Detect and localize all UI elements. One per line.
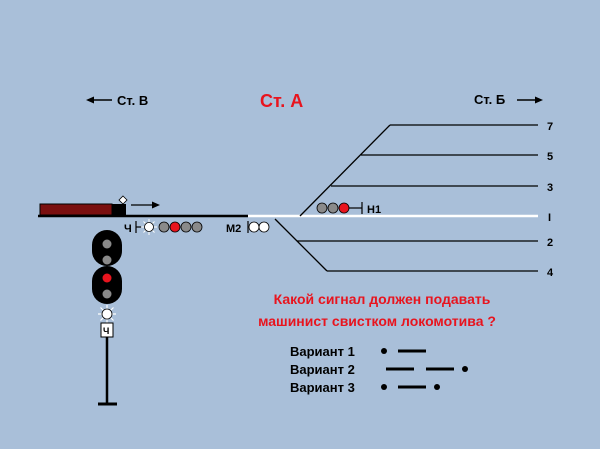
- option-2-label: Вариант 2: [290, 362, 355, 377]
- signal-lamp-gray: [102, 255, 112, 265]
- arrow-right-head-icon: [535, 96, 543, 104]
- signal-lamp-gray: [102, 289, 112, 299]
- track-label-I: I: [548, 212, 551, 224]
- short-signal-icon: [462, 366, 468, 372]
- station-right-group: Ст. Б: [474, 92, 543, 107]
- train: [39, 195, 160, 216]
- signal-lamp-gray: [327, 202, 339, 214]
- signal-lamp-gray: [102, 239, 112, 249]
- headlight-icon: [118, 195, 128, 205]
- upper-ladder-diagonal: [299, 124, 391, 217]
- dwarf-signal-ch: Ч: [124, 219, 203, 235]
- track-label-4: 4: [547, 267, 554, 279]
- signal-ch-mast-label: Ч: [103, 326, 109, 336]
- signal-lamp-white: [258, 221, 270, 233]
- signal-lamp-gray: [180, 221, 192, 233]
- station-right-label: Ст. Б: [474, 92, 505, 107]
- arrow-left-head-icon: [86, 96, 94, 104]
- option-1-label: Вариант 1: [290, 344, 355, 359]
- track-label-2: 2: [547, 237, 553, 249]
- direction-arrow-head-icon: [152, 201, 160, 209]
- option-3-label: Вариант 3: [290, 380, 355, 395]
- signal-head-bottom: [92, 266, 122, 304]
- signal-ch-small-label: Ч: [124, 223, 132, 235]
- question-line-2: машинист свистком локомотива ?: [258, 313, 496, 329]
- track-label-7: 7: [547, 121, 553, 133]
- station-center-label: Ст. А: [260, 91, 303, 111]
- station-left-group: Ст. В: [86, 93, 148, 108]
- lower-ladder-diagonal: [274, 218, 328, 272]
- signal-lamp-gray: [191, 221, 203, 233]
- track-label-5: 5: [547, 151, 553, 163]
- short-signal-icon: [381, 384, 387, 390]
- option-2[interactable]: Вариант 2: [290, 362, 468, 377]
- signal-lamp-white: [248, 221, 260, 233]
- signal-lamp-gray: [158, 221, 170, 233]
- train-car: [39, 203, 113, 216]
- signal-lamp-gray: [316, 202, 328, 214]
- signal-h1-label: Н1: [367, 204, 381, 216]
- signal-lamp-white: [144, 222, 154, 232]
- shunting-signal-m2: М2: [226, 221, 270, 235]
- station-left-label: Ст. В: [117, 93, 148, 108]
- signal-m2-label: М2: [226, 223, 241, 235]
- locomotive: [112, 204, 126, 215]
- signal-lamp-white: [101, 308, 113, 320]
- short-signal-icon: [381, 348, 387, 354]
- option-3[interactable]: Вариант 3: [290, 380, 440, 395]
- signal-lamp-red: [338, 202, 350, 214]
- option-1[interactable]: Вариант 1: [290, 344, 426, 359]
- mast-signal: Ч: [92, 230, 122, 406]
- signal-lamp-red: [102, 273, 112, 283]
- short-signal-icon: [434, 384, 440, 390]
- question-line-1: Какой сигнал должен подавать: [274, 291, 491, 307]
- exit-signal-h1: Н1: [316, 202, 381, 216]
- track-label-3: 3: [547, 182, 553, 194]
- signal-lamp-red: [169, 221, 181, 233]
